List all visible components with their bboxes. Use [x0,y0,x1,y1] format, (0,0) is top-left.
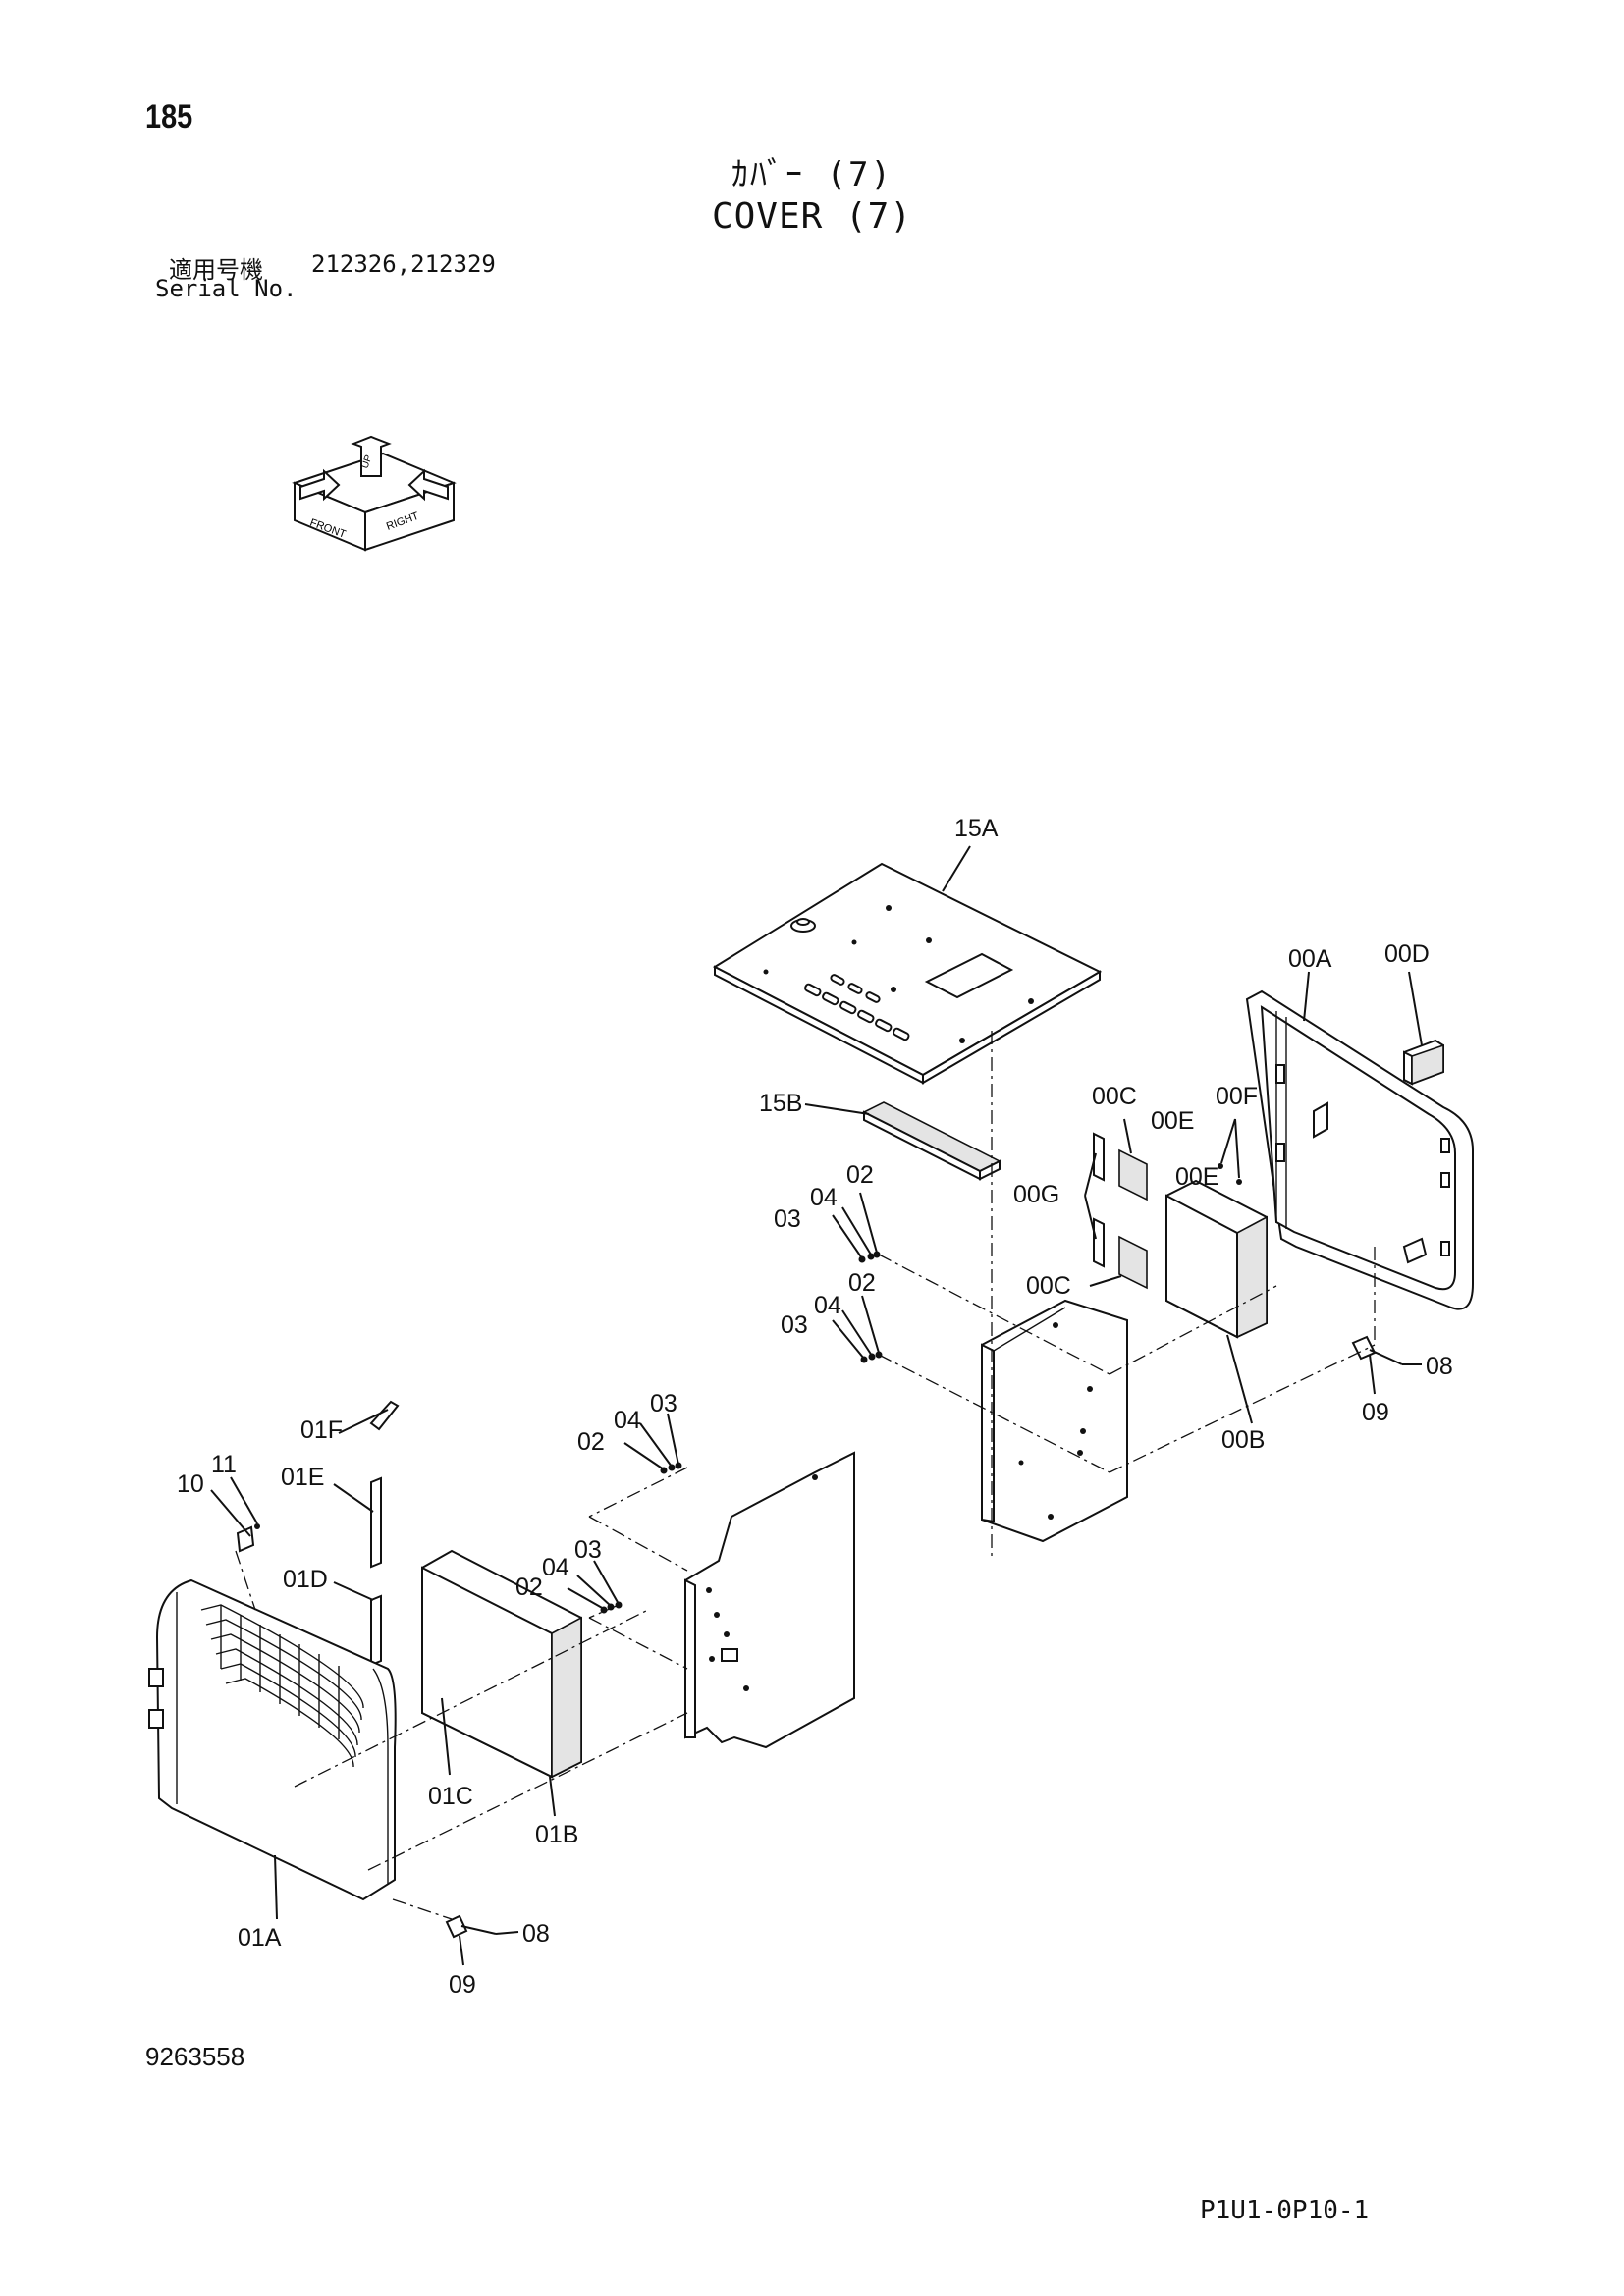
callout-00D: 00D [1384,940,1430,968]
part-00E-00F-clips [1218,1163,1242,1185]
orientation-front-right-up-icon: FRONT RIGHT UP [292,435,457,552]
callout-03-r1: 03 [774,1205,801,1233]
callout-15A: 15A [954,815,999,842]
part-center-panel [684,1451,855,1749]
cover-louvres [200,1604,364,1768]
part-08-09-left-latch [445,1914,497,1939]
callout-02-l2: 02 [515,1574,543,1601]
plate-slots [804,974,910,1041]
callout-00F: 00F [1216,1083,1258,1110]
callout-03-l2: 03 [574,1536,602,1564]
part-01A-front-cover [148,1578,397,1901]
callout-08-left: 08 [522,1920,550,1948]
callout-00B: 00B [1221,1426,1265,1454]
callout-03-r2: 03 [781,1311,808,1339]
callout-00E-2: 00E [1175,1163,1218,1191]
title-japanese: ｶﾊﾞｰ (7) [731,155,893,194]
callout-02-r1: 02 [846,1161,874,1189]
callout-01E: 01E [281,1464,324,1491]
callout-15B: 15B [759,1090,802,1117]
leader-lines [210,845,1423,1966]
callout-11: 11 [211,1451,237,1478]
part-08-09-right-latch [1351,1335,1403,1365]
part-10-11-fastener [236,1523,260,1553]
callout-01B: 01B [535,1821,578,1848]
callout-01D: 01D [283,1566,328,1593]
part-00B-pad [1165,1179,1268,1339]
callout-labels: 15A 15B 00A 00D 00C 00F 00E 00E 00G 00C … [177,815,1453,1999]
serial-label-english: Serial No. [155,275,298,302]
part-right-side-panel [981,1299,1128,1543]
callout-02-l1: 02 [577,1428,605,1456]
callout-00E-1: 00E [1151,1107,1194,1135]
callout-04-l2: 04 [542,1554,569,1581]
part-00D-bracket [1403,1039,1444,1086]
callout-04-r1: 04 [810,1184,838,1211]
drawing-number: 9263558 [145,2042,245,2071]
callout-04-r2: 04 [814,1292,841,1319]
part-15A-top-plate [712,862,1103,1085]
callout-09-right: 09 [1362,1399,1389,1426]
callout-00C-bottom: 00C [1026,1272,1071,1300]
callout-09-left: 09 [449,1971,476,1999]
serial-label-japanese: 適用号機 [169,256,263,284]
part-00A-door-frame [1245,989,1474,1310]
page-code: P1U1-0P10-1 [1200,2196,1370,2225]
part-00C-pads [1118,1148,1148,1290]
callout-03-l1: 03 [650,1390,677,1417]
callout-02-r2: 02 [848,1269,876,1297]
serial-values: 212326,212329 [311,250,496,278]
callout-04-l1: 04 [614,1407,641,1434]
part-01D-01E-01F-strips [369,1400,400,1667]
alignment-lines [235,1031,1376,1920]
callout-10: 10 [177,1470,204,1498]
callout-01F: 01F [300,1416,343,1444]
callout-08-right: 08 [1426,1353,1453,1380]
callout-01A: 01A [238,1924,282,1951]
callout-00A: 00A [1288,945,1332,973]
part-01B-pad [421,1549,582,1779]
page-number: 185 [145,98,193,135]
orientation-label-up: UP [359,454,374,470]
callout-00G: 00G [1013,1181,1059,1208]
title-english: COVER (7) [711,196,913,237]
callout-01C: 01C [428,1783,473,1810]
fasteners-right-upper [858,1251,881,1263]
part-15B-strip [862,1101,1001,1181]
callout-00C-top: 00C [1092,1083,1137,1110]
